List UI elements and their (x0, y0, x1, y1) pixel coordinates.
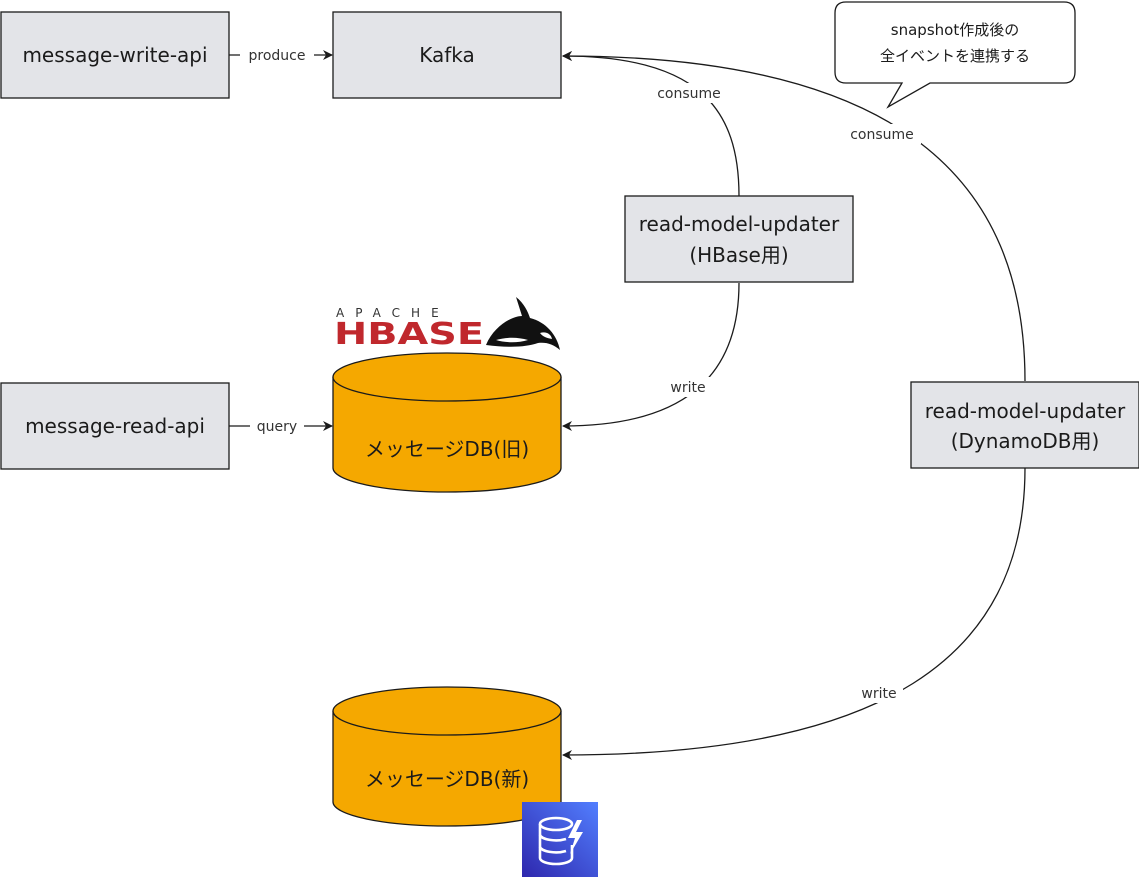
edge-consume-dynamo: consume (562, 51, 1026, 382)
hbase-logo: APACHE HBASE (334, 297, 560, 352)
node-label-line2: (DynamoDB用) (951, 429, 1100, 453)
db-label: メッセージDB(旧) (365, 437, 529, 461)
node-label: message-write-api (22, 43, 207, 67)
dynamodb-icon (522, 802, 598, 877)
node-message-write-api[interactable]: message-write-api (0, 11, 230, 99)
db-label: メッセージDB(新) (365, 767, 529, 791)
edge-label-consume-hbase: consume (657, 86, 721, 102)
node-read-model-updater-dynamodb[interactable]: read-model-updater (DynamoDB用) (910, 381, 1139, 469)
hbase-logo-main-text: HBASE (334, 317, 484, 352)
edge-consume-hbase: consume (562, 51, 740, 197)
hbase-logo-top-text: APACHE (336, 306, 450, 320)
node-label-line2: (HBase用) (689, 243, 788, 267)
node-label-line1: read-model-updater (639, 212, 840, 236)
edge-label-write-dynamo: write (861, 686, 896, 702)
db-message-new[interactable]: メッセージDB(新) (332, 686, 562, 827)
node-label-line1: read-model-updater (925, 399, 1126, 423)
node-kafka[interactable]: Kafka (332, 11, 562, 99)
edge-label-produce: produce (249, 48, 306, 64)
edge-label-consume-dynamo: consume (850, 127, 914, 143)
node-read-model-updater-hbase[interactable]: read-model-updater (HBase用) (624, 195, 854, 283)
callout-snapshot-note: snapshot作成後の 全イベントを連携する (834, 1, 1076, 109)
orca-icon (486, 297, 560, 350)
edge-write-dynamo: write (562, 467, 1026, 760)
edge-query: query (229, 416, 333, 436)
edge-produce: produce (229, 45, 333, 65)
callout-line2: 全イベントを連携する (880, 47, 1030, 65)
node-label: message-read-api (25, 414, 205, 438)
node-message-read-api[interactable]: message-read-api (0, 382, 230, 470)
edge-label-query: query (257, 419, 297, 435)
callout-line1: snapshot作成後の (891, 21, 1019, 39)
edge-write-hbase: write (562, 282, 740, 431)
edge-label-write-hbase: write (670, 380, 705, 396)
node-label: Kafka (419, 43, 475, 67)
db-message-old[interactable]: メッセージDB(旧) (332, 352, 562, 493)
